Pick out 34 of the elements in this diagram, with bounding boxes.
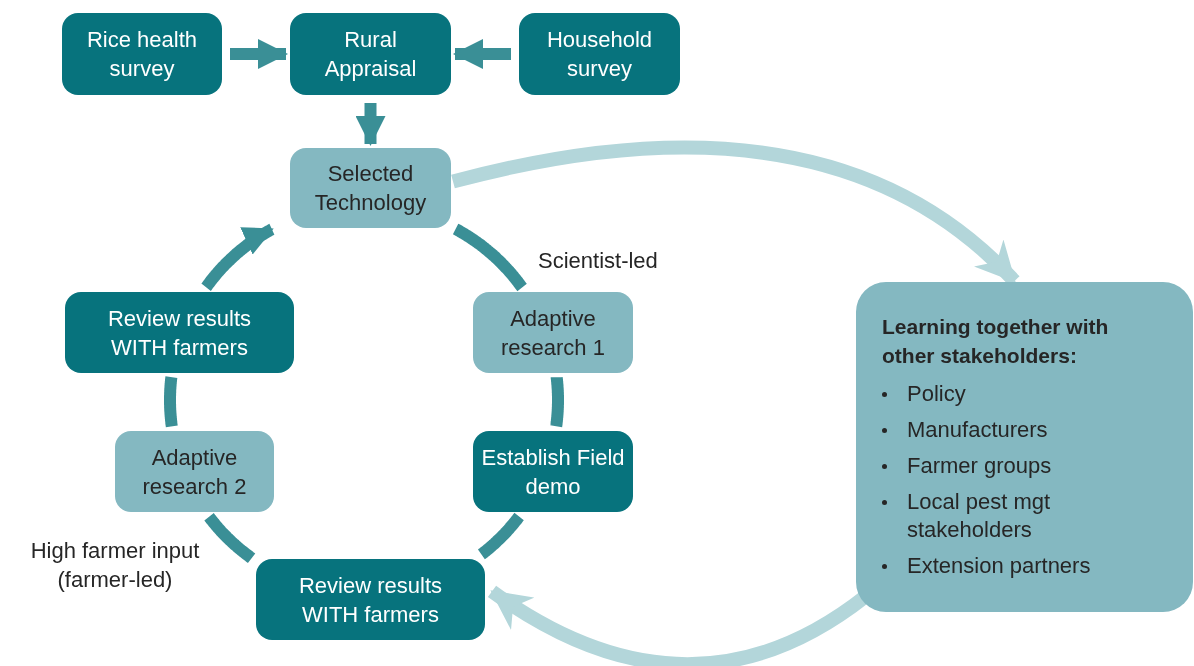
process-box [256,559,485,640]
box-label: Rice health survey [85,26,199,83]
process-box [290,13,451,95]
box-label: Household survey [545,26,654,83]
process-box [473,292,633,373]
annotation-text: High farmer input (farmer-led) [29,537,201,594]
process-box [115,431,274,512]
process-box [290,148,451,228]
annotation-text: Scientist-led [538,247,659,275]
box-label: Adaptive research 1 [500,304,606,362]
process-box [62,13,222,95]
info-panel [856,282,1193,612]
arrow [355,103,386,146]
arrow [230,39,288,69]
process-box [473,431,633,512]
bullet-item: Local pest mgt stakeholders [907,488,1052,544]
panel-heading: Learning together with other stakeholders: [882,314,1110,369]
bullet-item: Extension partners [907,552,1091,580]
box-label: Adaptive research 2 [141,443,248,501]
box-label: Review results WITH farmers [297,571,443,629]
box-label: Selected Technology [313,160,428,217]
box-label: Rural Appraisal [323,26,418,83]
bullet-item: Farmer groups [907,452,1052,480]
process-box [519,13,680,95]
bullet-item: Manufacturers [907,416,1048,444]
arrow [453,39,511,69]
cycle-line [476,511,525,560]
box-label: Review results WITH farmers [106,304,252,362]
box-label: Establish Field demo [480,443,626,501]
arrow [200,223,277,293]
bullet-item: Policy [907,380,966,408]
process-box [65,292,294,373]
cycle-line [203,511,257,564]
cycle-line [450,223,528,293]
